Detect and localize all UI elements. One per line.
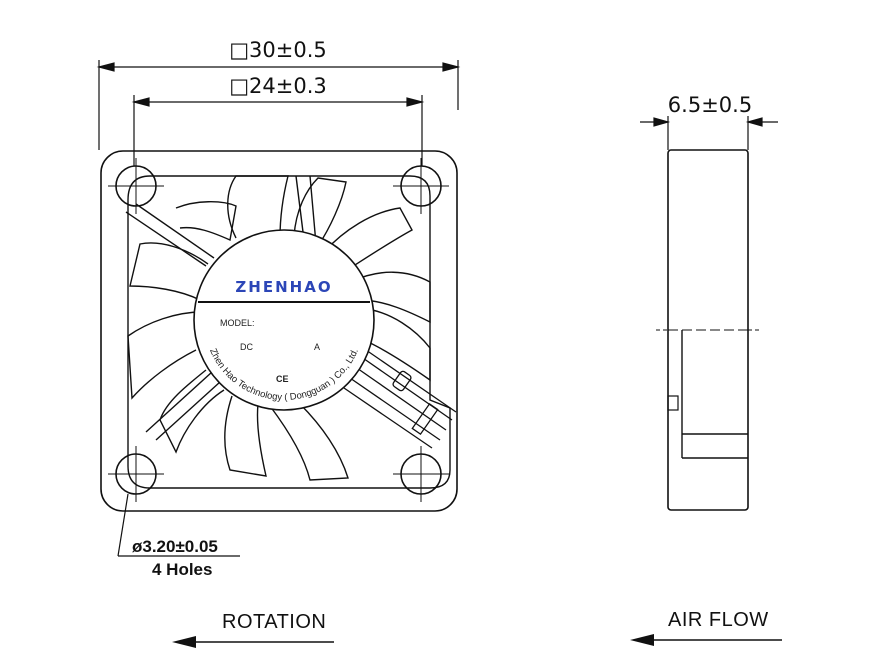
brand-logo-text: ZHENHAO <box>235 278 332 296</box>
side-dimension-lines <box>640 116 778 150</box>
fan-blades <box>127 175 431 481</box>
fan-frame <box>100 150 458 512</box>
rotation-label: ROTATION <box>222 611 326 633</box>
wire-harness <box>343 349 457 449</box>
dc-label: DC <box>240 342 253 352</box>
thickness-dimension: 6.5±0.5 <box>668 93 752 117</box>
fan-spokes <box>125 175 317 441</box>
front-dimensions <box>96 60 461 557</box>
outer-size-dimension: □30±0.5 <box>229 38 327 62</box>
hub-circle <box>193 229 375 411</box>
ce-mark: CE <box>276 374 289 384</box>
airflow-arrowhead-icon <box>630 634 654 646</box>
model-label: MODEL: <box>220 318 255 328</box>
side-view <box>656 149 760 511</box>
mounting-hole <box>393 446 449 502</box>
rotation-arrowhead-icon <box>172 636 196 648</box>
hole-diameter-dimension: ø3.20±0.05 <box>132 537 218 556</box>
airflow-label: AIR FLOW <box>668 609 769 631</box>
rotation-indicator: ROTATION <box>172 611 334 648</box>
hub-label: ZHENHAO MODEL: DC A CE Zhen Hao Technolo… <box>193 229 375 411</box>
airflow-indicator: AIR FLOW <box>630 609 782 646</box>
mounting-hole <box>108 158 164 214</box>
side-frame <box>667 149 749 511</box>
front-view <box>100 150 458 512</box>
mounting-hole <box>393 158 449 214</box>
hole-count-note: 4 Holes <box>152 560 212 579</box>
mounting-hole <box>108 446 164 502</box>
inner-size-dimension: □24±0.3 <box>229 74 327 98</box>
amp-label: A <box>314 342 320 352</box>
